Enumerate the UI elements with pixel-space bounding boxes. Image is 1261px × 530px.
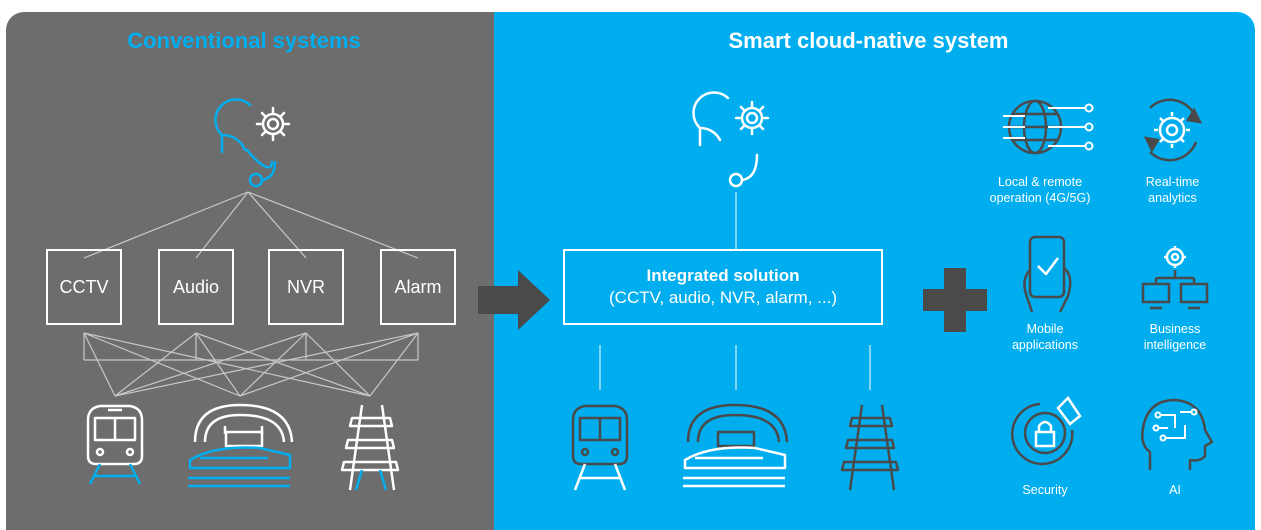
business-network-icon <box>1141 246 1209 310</box>
connector-lines-right <box>599 192 871 390</box>
plus-icon <box>923 268 987 332</box>
integrated-solution-box: Integrated solution (CCTV, audio, NVR, a… <box>563 249 883 325</box>
cap-mobile-line1: Mobile <box>1026 322 1064 336</box>
cap-local-remote-label: Local & remote operation (4G/5G) <box>985 174 1095 206</box>
cap-ai-label: AI <box>1169 483 1181 497</box>
cap-business-label: Business intelligence <box>1125 321 1225 353</box>
integrated-title: Integrated solution <box>646 266 800 285</box>
smart-title: Smart cloud-native system <box>728 28 1009 53</box>
box-alarm: Alarm <box>380 249 456 325</box>
cap-security-label: Security <box>1022 483 1068 497</box>
rail-track-icon-left <box>340 404 400 491</box>
cap-realtime-line1: Real-time <box>1145 175 1200 189</box>
cap-local-remote-line2: operation (4G/5G) <box>989 191 1091 205</box>
train-front-icon-right <box>571 404 629 491</box>
station-train-icon-left <box>188 403 294 488</box>
operator-headset-icon-right <box>692 91 770 188</box>
integrated-subtitle: (CCTV, audio, NVR, alarm, ...) <box>609 288 837 307</box>
cap-business-line2: intelligence <box>1143 338 1207 352</box>
conventional-title: Conventional systems <box>127 28 361 53</box>
box-audio: Audio <box>158 249 234 325</box>
cap-local-remote-line1: Local & remote <box>997 175 1083 189</box>
diagram-frame <box>6 12 1255 530</box>
realtime-gear-icon <box>1143 98 1203 162</box>
station-train-icon-right <box>683 403 789 488</box>
security-lock-icon <box>1011 396 1082 466</box>
ai-head-icon <box>1141 398 1214 470</box>
cap-mobile-line2: applications <box>1011 338 1078 352</box>
cap-realtime-line2: analytics <box>1148 191 1197 205</box>
fan-lines-top <box>83 191 419 259</box>
cap-realtime-label: Real-time analytics <box>1125 174 1220 206</box>
mobile-hand-icon <box>1023 235 1072 313</box>
box-nvr: NVR <box>268 249 344 325</box>
train-front-icon-left <box>86 404 144 485</box>
mesh-lines <box>83 332 419 397</box>
transition-arrow-icon <box>478 270 550 330</box>
cap-business-line1: Business <box>1149 322 1201 336</box>
smart-panel <box>494 12 1255 530</box>
rail-track-icon-right <box>840 404 900 491</box>
globe-network-icon <box>1003 99 1094 155</box>
operator-headset-icon-left <box>214 98 291 188</box>
cap-mobile-label: Mobile applications <box>995 321 1095 353</box>
box-cctv: CCTV <box>46 249 122 325</box>
